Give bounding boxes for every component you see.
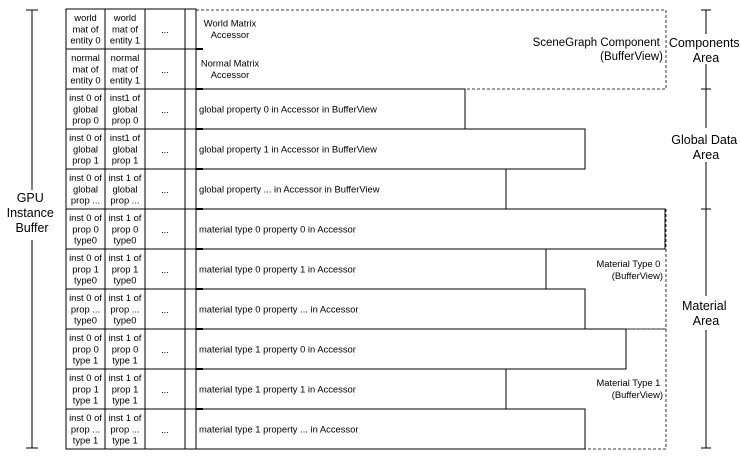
accessor-label: material type 0 property 1 in Accessor [199,264,356,275]
area-span-bracket [701,9,711,449]
buffer-label: GPU Instance Buffer [7,191,58,235]
ellipsis-label: ... [161,384,169,395]
scenegraph-group-label: SceneGraph Component (BufferView) [533,37,664,63]
spacer-cell [184,208,197,250]
spacer-cell [184,248,197,290]
components-area-label: Components Area [669,36,741,65]
spacer-cell [184,48,197,90]
ellipsis-label: ... [161,264,169,275]
spacer-cell [184,328,197,370]
accessor-label: material type 1 property ... in Accessor [199,424,358,435]
accessor-label: material type 1 property 1 in Accessor [199,384,356,395]
material-type-1-group-label: Material Type 1 (BufferView) [596,377,663,400]
ellipsis-label: ... [161,24,169,35]
accessor-label: material type 1 property 0 in Accessor [199,344,356,355]
accessor-bar [195,408,586,450]
buffer-span-bracket [26,9,38,449]
ellipsis-label: ... [161,344,169,355]
accessor-label: material type 0 property ... in Accessor [199,304,358,315]
spacer-cell [184,128,197,170]
spacer-cell [184,408,197,450]
ellipsis-label: ... [161,304,169,315]
ellipsis-label: ... [161,184,169,195]
spacer-cell [184,88,197,130]
ellipsis-label: ... [161,224,169,235]
spacer-cell [184,288,197,330]
spacer-cell [184,368,197,410]
ellipsis-label: ... [161,144,169,155]
ellipsis-label: ... [161,104,169,115]
scenegraph-bufferview-box [195,9,667,90]
accessor-label: global property 1 in Accessor in BufferV… [199,144,377,155]
spacer-cell [184,168,197,210]
ellipsis-label: ... [161,64,169,75]
accessor-label: material type 0 property 0 in Accessor [199,224,356,235]
ellipsis-label: ... [161,424,169,435]
material-area-label: Material Area [682,299,730,328]
global-data-area-label: Global Data Area [671,133,741,162]
spacer-cell [184,8,197,50]
accessor-label: global property 0 in Accessor in BufferV… [199,104,377,115]
material-type-0-group-label: Material Type 0 (BufferView) [596,258,663,281]
accessor-label: global property ... in Accessor in Buffe… [199,184,380,195]
